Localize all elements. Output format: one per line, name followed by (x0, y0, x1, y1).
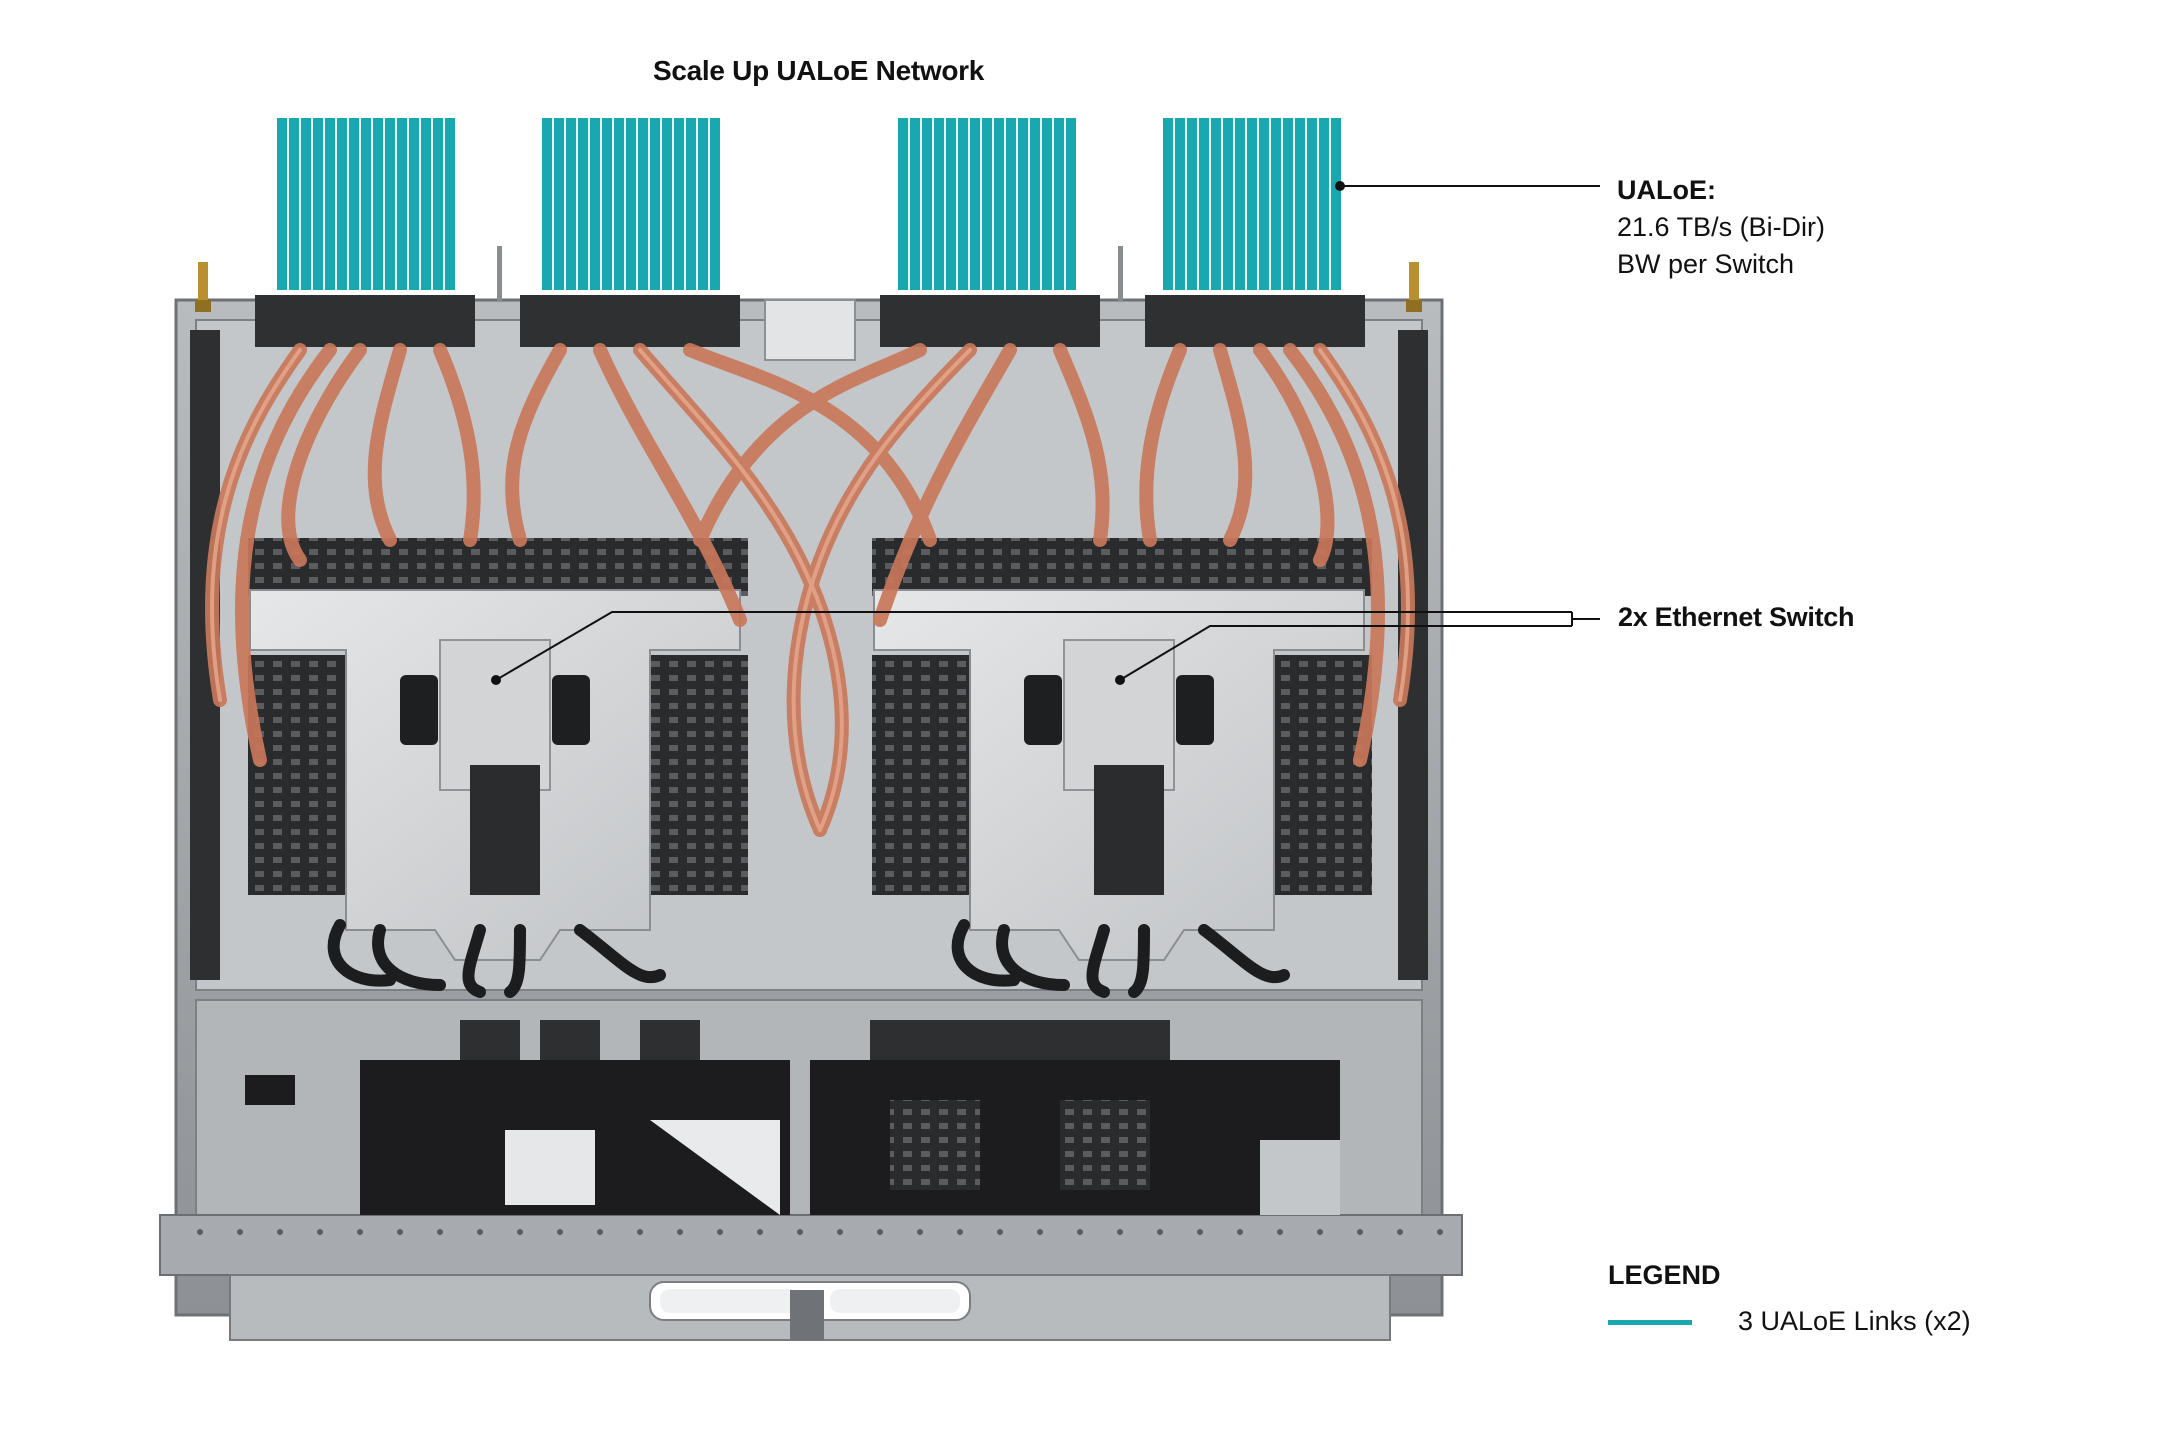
antenna-connector-icon (195, 246, 1422, 312)
ualoe-link-bundle-icon (277, 118, 1341, 290)
front-rail-holes (197, 1229, 1443, 1235)
ualoe-callout: UALoE: 21.6 TB/s (Bi-Dir) BW per Switch (1617, 172, 1825, 283)
power-cables (327, 919, 1290, 998)
ualoe-callout-bandwidth: 21.6 TB/s (Bi-Dir) (1617, 212, 1826, 242)
mainboard (245, 1020, 1340, 1215)
callout-leaders (491, 181, 1600, 685)
connector-headers (255, 295, 1365, 361)
ethernet-switch-module-icon (249, 589, 1365, 961)
legend-item: 3 UALoE Links (x2) (1608, 1306, 1971, 1337)
ethernet-switch-callout: 2x Ethernet Switch (1618, 602, 1855, 632)
ualoe-link-stripes (287, 118, 1331, 290)
copper-cable-loop-highlights (210, 348, 1410, 832)
legend-swatch-icon (1608, 1320, 1692, 1326)
ualoe-callout-title: UALoE: (1617, 175, 1716, 205)
ualoe-callout-scope: BW per Switch (1617, 249, 1795, 279)
legend-item-label: 3 UALoE Links (x2) (1738, 1306, 1971, 1336)
diagram-title: Scale Up UALoE Network (653, 55, 985, 86)
legend-title: LEGEND (1608, 1260, 1721, 1290)
port-blocks (248, 538, 1372, 895)
